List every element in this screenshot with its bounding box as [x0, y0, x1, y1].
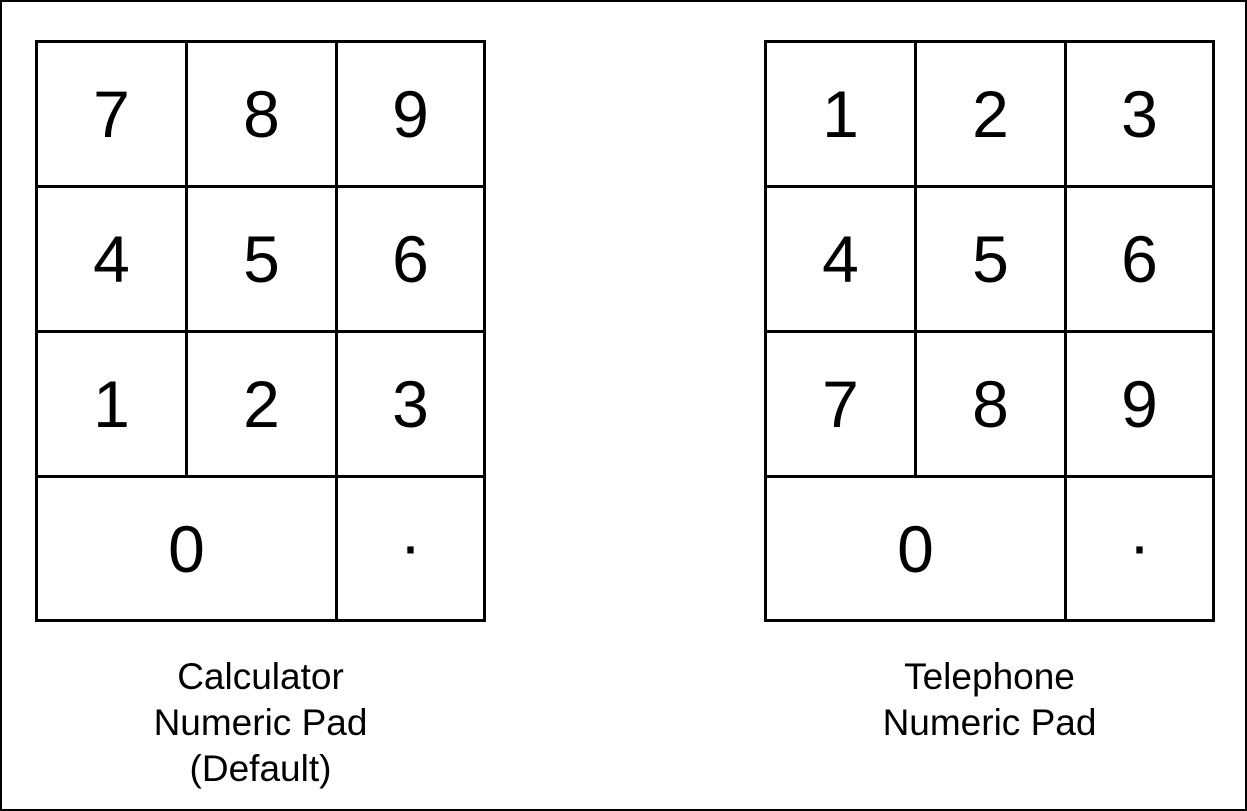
calculator-key-9[interactable]: 9	[338, 43, 483, 188]
calculator-key-5[interactable]: 5	[188, 188, 338, 333]
telephone-key-5[interactable]: 5	[917, 188, 1067, 333]
calculator-key-0[interactable]: 0	[38, 478, 338, 619]
telephone-key-decimal[interactable]: ·	[1067, 478, 1212, 619]
telephone-key-6[interactable]: 6	[1067, 188, 1212, 333]
calculator-key-3[interactable]: 3	[338, 333, 483, 478]
calculator-key-decimal-label: ·	[399, 507, 422, 582]
telephone-pad-caption: Telephone Numeric Pad	[764, 654, 1215, 746]
calculator-key-8[interactable]: 8	[188, 43, 338, 188]
calculator-key-4[interactable]: 4	[38, 188, 188, 333]
telephone-key-1[interactable]: 1	[767, 43, 917, 188]
calculator-caption-line-3: (Default)	[189, 748, 332, 789]
calculator-key-2[interactable]: 2	[188, 333, 338, 478]
telephone-key-8[interactable]: 8	[917, 333, 1067, 478]
calculator-caption-line-2: Numeric Pad	[153, 702, 368, 743]
calculator-key-1[interactable]: 1	[38, 333, 188, 478]
telephone-key-3[interactable]: 3	[1067, 43, 1212, 188]
telephone-caption-line-1: Telephone	[904, 656, 1075, 697]
telephone-numeric-pad: 1 2 3 4 5 6 7 8 9 0 ·	[764, 40, 1215, 622]
telephone-key-2[interactable]: 2	[917, 43, 1067, 188]
telephone-key-7[interactable]: 7	[767, 333, 917, 478]
calculator-key-7[interactable]: 7	[38, 43, 188, 188]
calculator-pad-caption: Calculator Numeric Pad (Default)	[35, 654, 486, 792]
calculator-numeric-pad: 7 8 9 4 5 6 1 2 3 0 ·	[35, 40, 486, 622]
telephone-caption-line-2: Numeric Pad	[882, 702, 1097, 743]
calculator-key-decimal[interactable]: ·	[338, 478, 483, 619]
telephone-key-9[interactable]: 9	[1067, 333, 1212, 478]
calculator-key-6[interactable]: 6	[338, 188, 483, 333]
calculator-caption-line-1: Calculator	[177, 656, 344, 697]
telephone-key-4[interactable]: 4	[767, 188, 917, 333]
telephone-key-decimal-label: ·	[1128, 507, 1151, 582]
telephone-key-0[interactable]: 0	[767, 478, 1067, 619]
